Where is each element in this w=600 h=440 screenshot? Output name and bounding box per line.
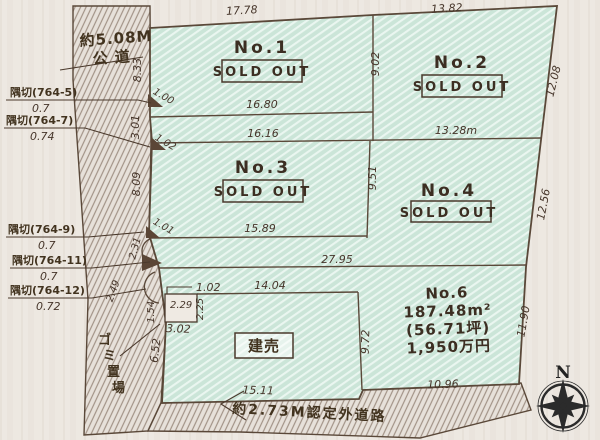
lot-no3-name: No.3 — [235, 158, 291, 178]
corner-cut-value-4: 0.7 — [40, 270, 58, 283]
lots-outline — [148, 5, 559, 404]
lot-no6-info: No.6 187.48m² (56.71坪) 1,950万円 — [403, 283, 492, 358]
garbage-notch-box — [164, 293, 198, 323]
dim-kenbai-bottom: 15.11 — [242, 383, 274, 397]
corner-cut-label-3: 隅切(764-9) — [8, 222, 75, 236]
public-road-size: 約5.08M — [79, 27, 153, 50]
corner-cut-value-2: 0.74 — [30, 130, 55, 143]
leader-lines — [4, 56, 247, 421]
compass-rose: N — [536, 363, 590, 433]
garbage-char-1: ゴ — [98, 332, 111, 348]
corner-cut-value-1: 0.7 — [32, 102, 50, 115]
lot-boundaries — [148, 15, 542, 391]
dim-kenbai-left: 6.52 — [148, 338, 164, 364]
dim-no6-bottom: 10.96 — [427, 377, 459, 391]
corner-cut-label-5: 隅切(764-12) — [10, 283, 85, 297]
dim-no1-bottom: 16.80 — [246, 98, 278, 111]
dim-no1-left: 8.33 — [131, 58, 144, 83]
corner-cut-value-3: 0.7 — [38, 239, 56, 252]
corner-cut-label-2: 隅切(764-7) — [6, 113, 73, 127]
dim-no2-bottom: 13.28m — [435, 124, 477, 137]
dim-notch-right: 2.25 — [195, 298, 206, 320]
kenbai-label-box — [234, 332, 294, 359]
dim-notch-left: 1.54 — [146, 301, 157, 323]
compass-north-label: N — [555, 363, 571, 383]
dim-no4-right: 12.56 — [534, 188, 553, 221]
lot-no1-status: SOLD OUT — [213, 65, 312, 80]
dim-passage1-left: 3.01 — [129, 115, 142, 140]
public-road-name: 公 道 — [92, 47, 131, 68]
lot-no4-name: No.4 — [421, 181, 477, 201]
dim-no3-bottom: 15.89 — [244, 222, 276, 235]
dim-no3-top: 16.16 — [247, 127, 279, 140]
lot-no6-price: 1,950万円 — [406, 337, 491, 358]
lot-no6-area-tsubo: (56.71坪) — [406, 319, 491, 340]
dim-no1-top: 17.78 — [226, 3, 258, 18]
dim-no6-kenbai: 9.72 — [359, 329, 373, 354]
corner-cut-label-1: 隅切(764-5) — [10, 85, 77, 99]
lot-no6-name: No.6 — [425, 283, 469, 302]
dim-kenbai-top: 14.04 — [254, 279, 286, 292]
status-boxes — [221, 59, 503, 223]
garbage-char-2: ミ — [103, 349, 116, 364]
dim-notch-inner: 2.29 — [170, 300, 192, 311]
garbage-area-label: ゴ ミ 置 場 — [98, 332, 125, 396]
garbage-char-4: 場 — [112, 380, 125, 396]
lot-no6-area-m2: 187.48m² — [403, 300, 492, 321]
lot-no2-status: SOLD OUT — [413, 80, 512, 95]
lot-no3-status: SOLD OUT — [214, 185, 313, 200]
dim-no3-no4: 9.51 — [366, 166, 379, 191]
kenbai-label: 建売 — [248, 337, 280, 355]
lot-no4-status: SOLD OUT — [400, 206, 499, 221]
dim-no3-left: 8.09 — [130, 172, 143, 197]
dim-no6-right: 11.90 — [514, 305, 532, 338]
garbage-char-3: 置 — [107, 365, 120, 380]
corner-cut-value-5: 0.72 — [36, 300, 61, 313]
corner-cut-marks — [142, 94, 166, 271]
lot-no2-name: No.2 — [434, 53, 490, 73]
dim-strip-total: 27.95 — [321, 253, 353, 266]
lot-no1-name: No.1 — [234, 38, 290, 58]
dim-no1-no2: 9.02 — [369, 52, 382, 77]
dim-no2-top: 13.82 — [431, 1, 463, 16]
dim-notch-top: 1.02 — [196, 281, 221, 294]
corner-cut-label-4: 隅切(764-11) — [12, 253, 87, 267]
dim-notch-bottom: 3.02 — [166, 322, 191, 336]
